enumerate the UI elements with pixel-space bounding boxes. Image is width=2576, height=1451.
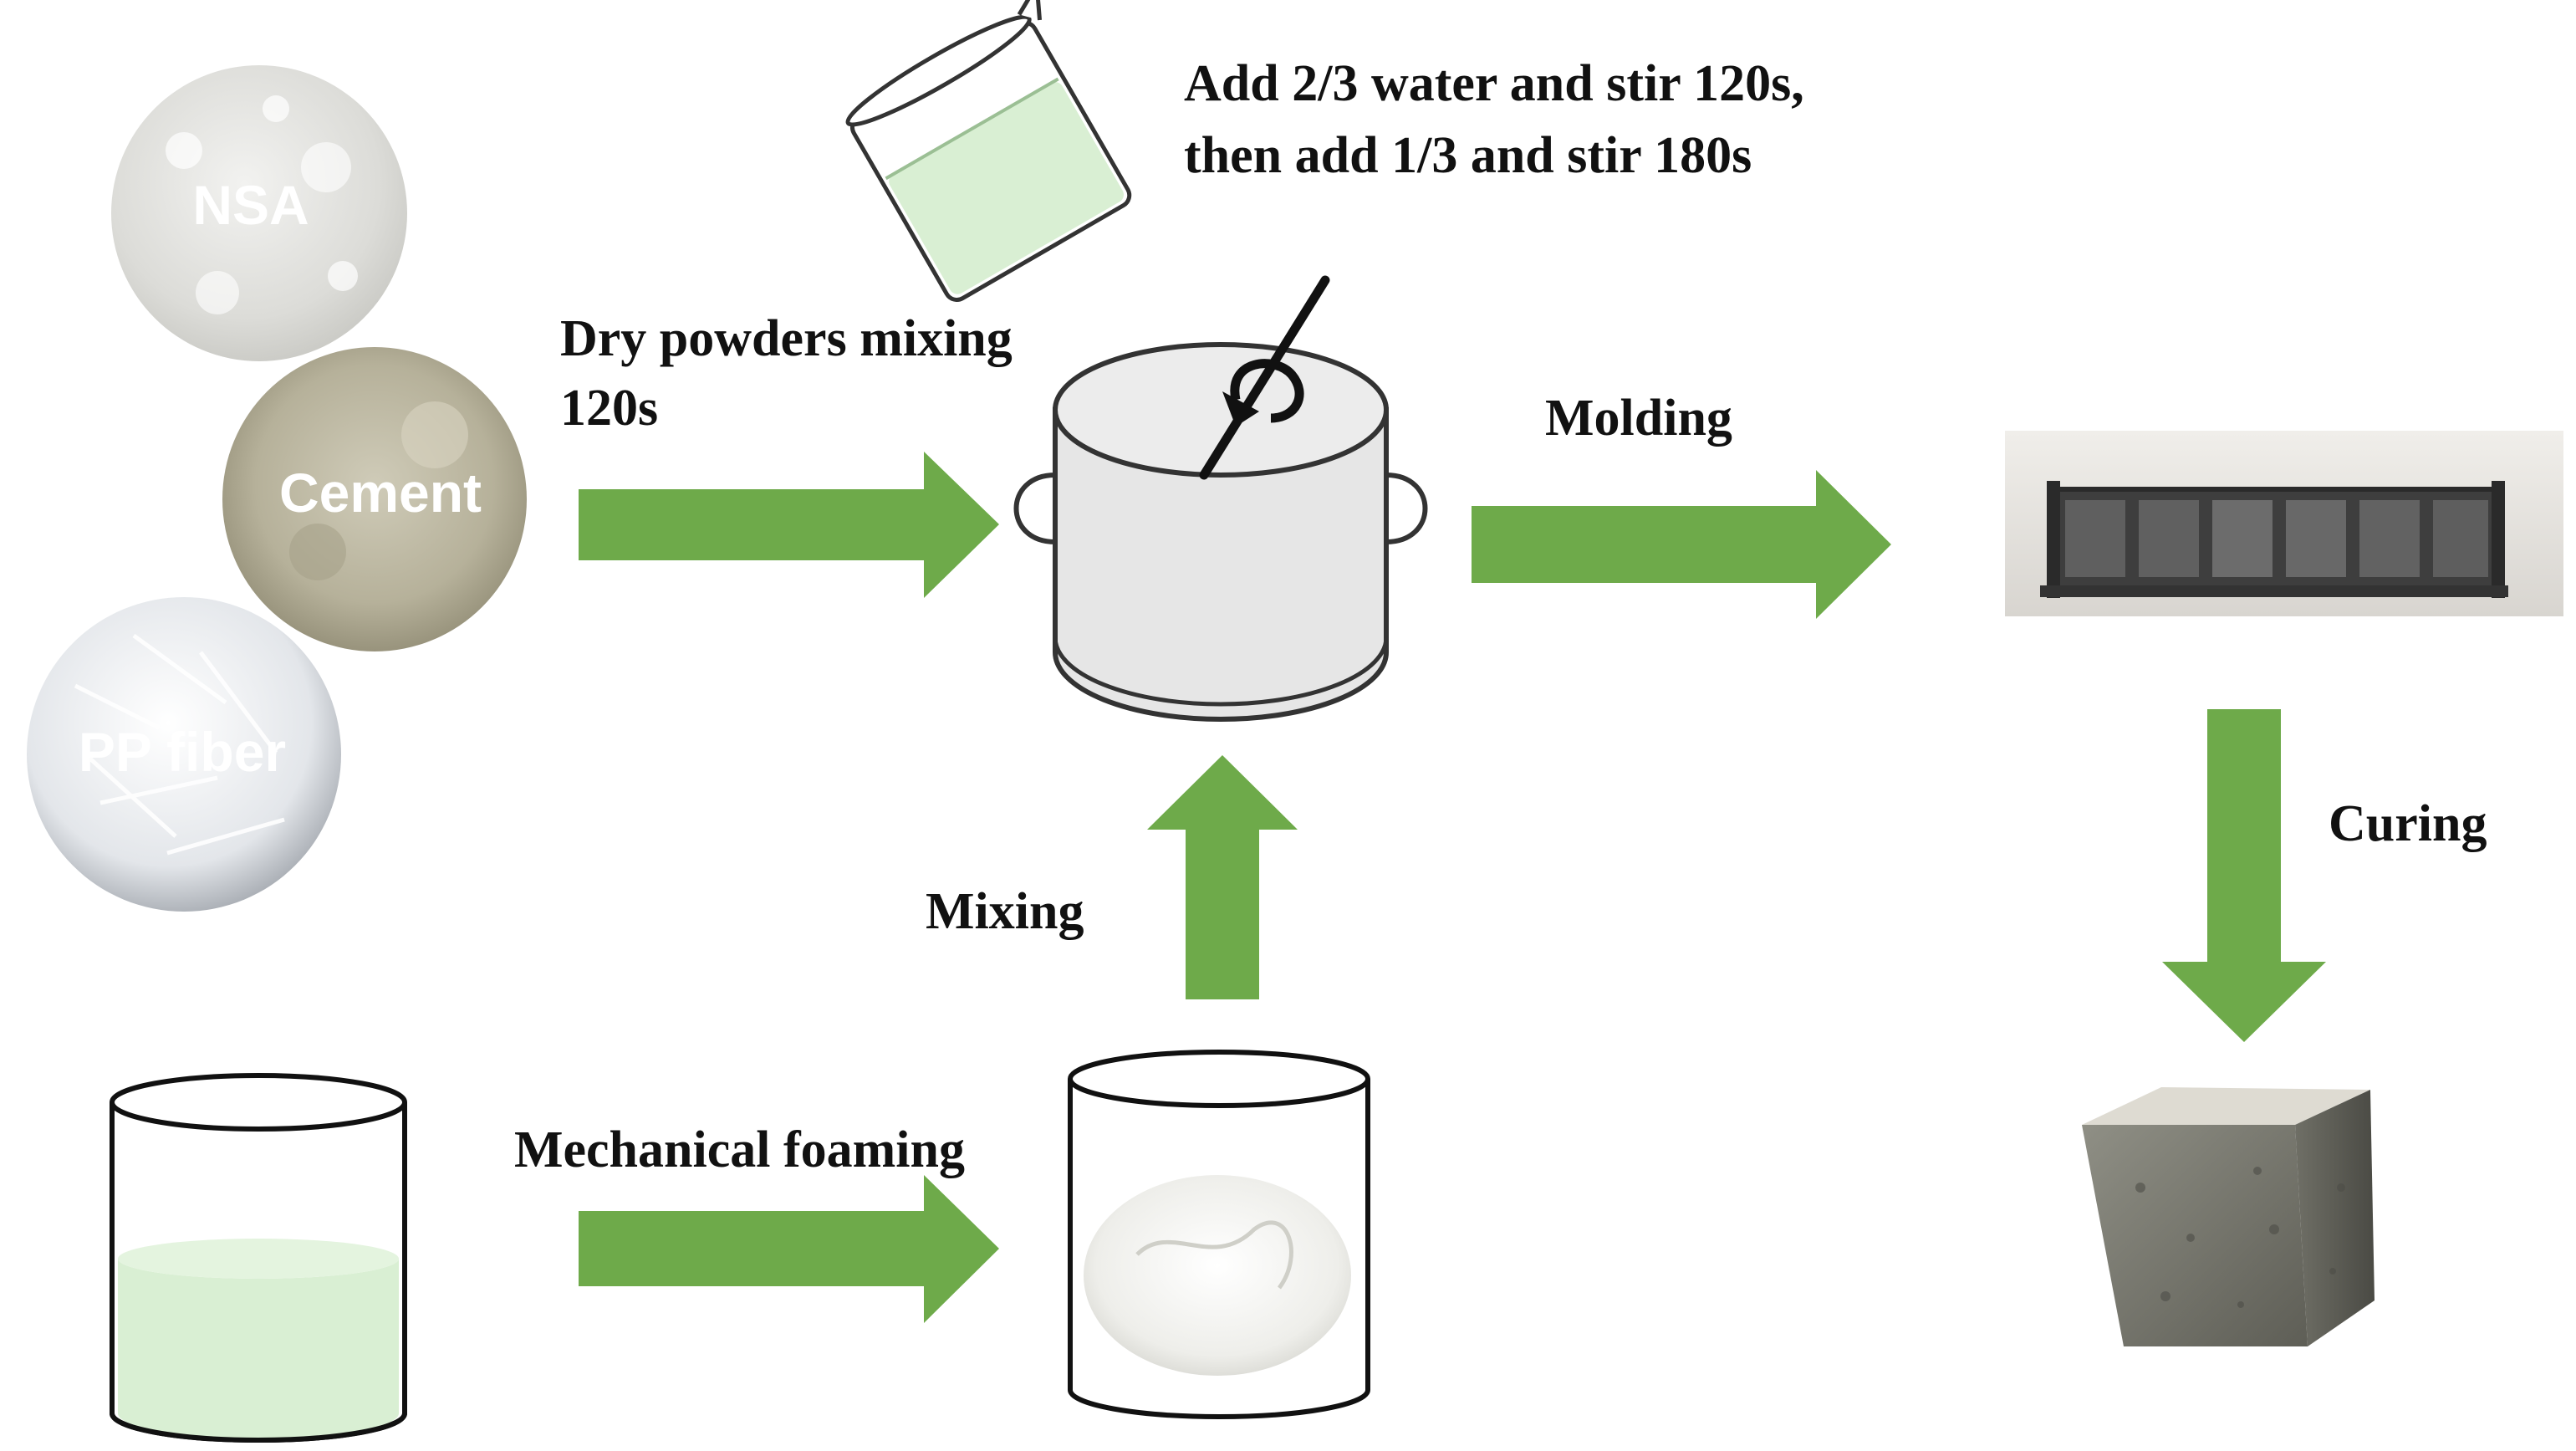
- mixing-up-arrow: [1147, 755, 1298, 999]
- stir-rotation-icon: [1199, 275, 1330, 480]
- mechanical-foaming-arrow: [579, 1175, 999, 1323]
- water-step-line-2: then add 1/3 and stir 180s: [1184, 127, 1752, 184]
- dry-mixing-line-1: Dry powders mixing: [560, 310, 1013, 367]
- dry-mixing-line-2: 120s: [560, 380, 658, 437]
- nsa-sample: NSA: [111, 65, 407, 361]
- pp-fiber-sample: PP fiber: [27, 597, 341, 912]
- foam-beaker-icon: [1068, 1050, 1370, 1419]
- cement-label: Cement: [279, 462, 482, 524]
- curing-label: Curing: [2329, 795, 2487, 852]
- cement-sample: Cement: [222, 347, 527, 651]
- water-step-line-1: Add 2/3 water and stir 120s,: [1184, 55, 1804, 112]
- curing-arrow: [2162, 709, 2326, 1042]
- molding-label: Molding: [1545, 390, 1732, 447]
- mixing-label: Mixing: [926, 883, 1084, 940]
- pp-fiber-label: PP fiber: [79, 721, 286, 783]
- steel-mold-image: [2005, 431, 2563, 616]
- molding-arrow: [1472, 470, 1891, 619]
- nsa-label: NSA: [192, 174, 309, 236]
- foaming-water-beaker-icon: [110, 1073, 407, 1443]
- mixing-pot-icon: [1013, 342, 1428, 722]
- dry-mixing-arrow: [579, 452, 999, 598]
- water-beaker-icon: [845, 0, 1132, 302]
- cured-cube-image: [2082, 1087, 2375, 1346]
- mechanical-foaming-label: Mechanical foaming: [514, 1121, 965, 1178]
